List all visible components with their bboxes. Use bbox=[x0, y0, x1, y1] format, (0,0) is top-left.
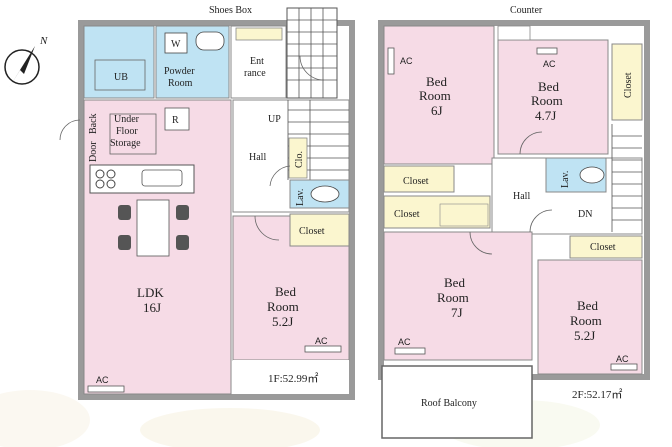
bed52-label-1: Bed bbox=[577, 298, 598, 313]
north-label: N bbox=[39, 35, 48, 47]
compass-icon: N bbox=[4, 35, 48, 88]
dn-label: DN bbox=[578, 209, 592, 220]
roof-balcony bbox=[381, 365, 533, 439]
bed7-label-2: Room bbox=[437, 290, 469, 305]
bed6-size-label: 6J bbox=[431, 103, 443, 118]
powder-room-label-1: Powder bbox=[164, 66, 195, 77]
closet-a bbox=[383, 165, 455, 193]
ldk-size-label: 16J bbox=[143, 300, 161, 315]
under-floor-label-2: Floor bbox=[116, 126, 138, 137]
lav-1f-label: Lav. bbox=[295, 189, 306, 206]
floor-1: Shoes Box UB W Powder Room Ent rance Bac… bbox=[59, 5, 355, 400]
closet-1f-label: Closet bbox=[299, 226, 325, 237]
up-label: UP bbox=[268, 114, 281, 125]
closet-right bbox=[569, 235, 643, 259]
bed6-label-1: Bed bbox=[426, 74, 447, 89]
roof-balcony-label: Roof Balcony bbox=[421, 398, 477, 409]
closet-b-label: Closet bbox=[394, 209, 420, 220]
porch-tiles bbox=[286, 7, 338, 99]
stairs-2f bbox=[611, 124, 642, 232]
counter-label: Counter bbox=[510, 5, 543, 16]
bed7-label-1: Bed bbox=[444, 275, 465, 290]
bedroom-1f-label-2: Room bbox=[267, 299, 299, 314]
lav-2f-label: Lav. bbox=[560, 171, 571, 188]
unit-bath bbox=[83, 25, 155, 99]
ub-label: UB bbox=[114, 72, 128, 83]
bed47-label-1: Bed bbox=[538, 79, 559, 94]
bedroom-6j bbox=[383, 25, 495, 165]
floor-2: Counter AC Bed Room 6J AC Bed Room 4.7J … bbox=[378, 5, 650, 439]
powder-room-label-2: Room bbox=[168, 78, 193, 89]
ac-bed47-label: AC bbox=[543, 59, 556, 69]
bed47-size-label: 4.7J bbox=[535, 108, 556, 123]
bed7-size-label: 7J bbox=[451, 305, 463, 320]
stairs-1f bbox=[287, 100, 349, 180]
bedroom-7j bbox=[383, 231, 533, 361]
closet-right-top bbox=[611, 43, 643, 121]
w-label: W bbox=[171, 39, 181, 50]
hall-2f-label: Hall bbox=[513, 191, 530, 202]
bed52-label-2: Room bbox=[570, 313, 602, 328]
bedroom-5-2j-2f bbox=[537, 259, 643, 375]
bed6-label-2: Room bbox=[419, 88, 451, 103]
bed47-label-2: Room bbox=[531, 93, 563, 108]
bed52-size-label: 5.2J bbox=[574, 328, 595, 343]
back-door-label-2: Door bbox=[88, 141, 99, 162]
area-1f-label: 1F:52.99㎡ bbox=[268, 372, 318, 385]
entrance-label-1: Ent bbox=[250, 56, 264, 67]
under-floor-label-1: Under bbox=[114, 114, 140, 125]
bedroom-1f-label-1: Bed bbox=[275, 284, 296, 299]
bedroom-1f-size-label: 5.2J bbox=[272, 314, 293, 329]
ac-ldk-label: AC bbox=[96, 375, 109, 385]
shoes-box-label: Shoes Box bbox=[209, 5, 252, 16]
back-door-label-1: Back bbox=[88, 113, 99, 134]
entrance-label-2: rance bbox=[244, 68, 266, 79]
closet-right-label: Closet bbox=[590, 242, 616, 253]
closet-small-label: Clo. bbox=[294, 151, 305, 168]
r-label: R bbox=[172, 115, 179, 126]
ac-bed52-label: AC bbox=[616, 354, 629, 364]
closet-a-label: Closet bbox=[403, 176, 429, 187]
hall-1f-label: Hall bbox=[249, 152, 266, 163]
area-2f-label: 2F:52.17㎡ bbox=[572, 388, 622, 401]
ac-bed1f-label: AC bbox=[315, 336, 328, 346]
ac-bed6-label: AC bbox=[400, 56, 413, 66]
ldk-label: LDK bbox=[137, 285, 164, 300]
ac-bed7-label: AC bbox=[398, 337, 411, 347]
bedroom-4-7j bbox=[497, 39, 609, 155]
under-floor-label-3: Storage bbox=[110, 138, 141, 149]
closet-right-top-label: Closet bbox=[623, 72, 634, 98]
